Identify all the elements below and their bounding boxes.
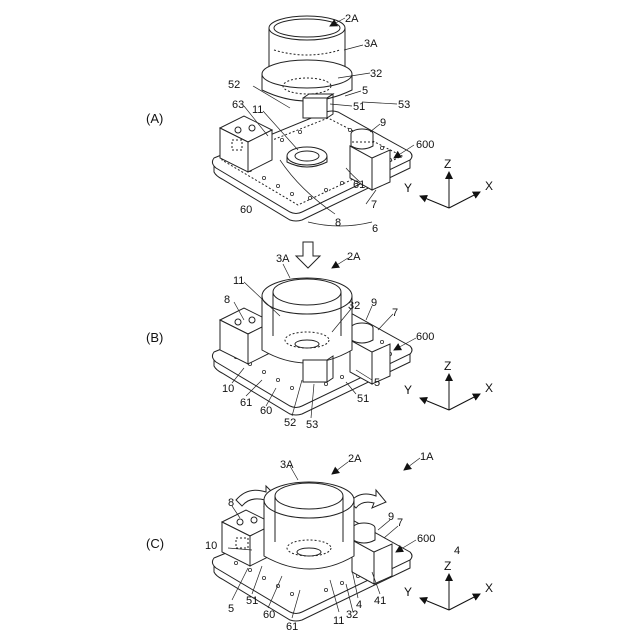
ref-b-6: 7: [392, 307, 398, 319]
ref-b-0: 2A: [347, 251, 361, 263]
ref-c-10: 51: [246, 595, 258, 607]
ref-c-3: 8: [228, 497, 234, 509]
ref-b-3: 8: [224, 294, 230, 306]
axis-b-y: [420, 398, 449, 410]
ref-c-11: 60: [263, 609, 275, 621]
ref-a-8: 53: [398, 99, 410, 111]
ref-c-12: 61: [286, 621, 298, 633]
panel-a-rotor: [287, 147, 327, 167]
ref-b-14: 53: [306, 419, 318, 431]
ref-b-8: 10: [222, 383, 234, 395]
ref-c-1: 2A: [348, 453, 362, 465]
panel-c-container: [264, 482, 354, 569]
axes-b: [420, 374, 480, 410]
panel-c-label: (C): [146, 536, 164, 551]
ref-a-6: 11: [252, 104, 263, 116]
ref-a-12: 8: [335, 217, 341, 229]
ref-c-6: 10: [205, 540, 217, 552]
ref-a-13: 7: [371, 199, 377, 211]
panel-a: (A): [146, 13, 434, 235]
rotate-arrow-right: [350, 490, 386, 508]
ref-a-11: 61: [353, 179, 365, 191]
ref-b-10: 61: [240, 397, 252, 409]
panel-c-right-block: [352, 523, 392, 584]
axis-c-y: [420, 598, 449, 610]
ref-a-9: 9: [380, 117, 386, 129]
ref-c-16: 41: [374, 595, 386, 607]
axis-b-z-label: Z: [444, 359, 451, 373]
ref-a-4: 5: [362, 85, 368, 97]
axes-a: [420, 172, 480, 208]
ref-c-5: 7: [397, 517, 403, 529]
panel-c: (C): [146, 451, 460, 633]
axis-c-z-label: Z: [444, 559, 451, 573]
ref-b-11: 60: [260, 405, 272, 417]
ref-a-10: 600: [416, 139, 434, 151]
ref-b-7: 600: [416, 331, 434, 343]
panel-b-label: (B): [146, 330, 163, 345]
axes-c: [420, 574, 480, 610]
ref-c-13: 11: [333, 615, 344, 627]
axis-a-x: [449, 192, 480, 208]
ref-a-14: 60: [240, 204, 252, 216]
ref-a-3: 52: [228, 79, 240, 91]
insert-arrow: [296, 242, 320, 268]
ref-c-4: 9: [388, 511, 394, 523]
ref-b-13: 52: [284, 417, 296, 429]
ref-a-0: 2A: [345, 13, 359, 25]
axis-c-y-label: Y: [404, 585, 412, 599]
axis-a-y: [420, 196, 449, 208]
ref-c-0: 3A: [280, 459, 294, 471]
ref-a-15: 6: [372, 223, 378, 235]
ref-b-9: 5: [374, 377, 380, 389]
axis-c-x: [449, 594, 480, 610]
panel-b: (B): [146, 242, 434, 431]
ref-c-9: 5: [228, 603, 234, 615]
panel-a-label: (A): [146, 111, 163, 126]
axis-b-x: [449, 394, 480, 410]
ref-a-1: 3A: [364, 38, 378, 50]
ref-c-8: 4: [454, 545, 460, 557]
ref-a-5: 63: [232, 99, 244, 111]
axis-b-x-label: X: [485, 381, 493, 395]
axis-c-x-label: X: [485, 581, 493, 595]
axis-b-y-label: Y: [404, 383, 412, 397]
ref-b-12: 51: [357, 393, 369, 405]
ref-c-15: 4: [356, 599, 362, 611]
ref-c-2: 1A: [420, 451, 434, 463]
axis-a-x-label: X: [485, 179, 493, 193]
ref-b-5: 9: [371, 297, 377, 309]
ref-a-2: 32: [370, 68, 382, 80]
ref-a-7: 51: [353, 101, 365, 113]
ref-b-1: 3A: [276, 253, 290, 265]
ref-b-4: 32: [348, 300, 360, 312]
ref-c-7: 600: [417, 533, 435, 545]
panel-b-container: [262, 278, 352, 382]
axis-a-y-label: Y: [404, 181, 412, 195]
ref-b-2: 11: [233, 275, 244, 287]
panel-b-right-block: [350, 323, 390, 384]
panel-a-container: [262, 16, 352, 118]
axis-a-z-label: Z: [444, 157, 451, 171]
